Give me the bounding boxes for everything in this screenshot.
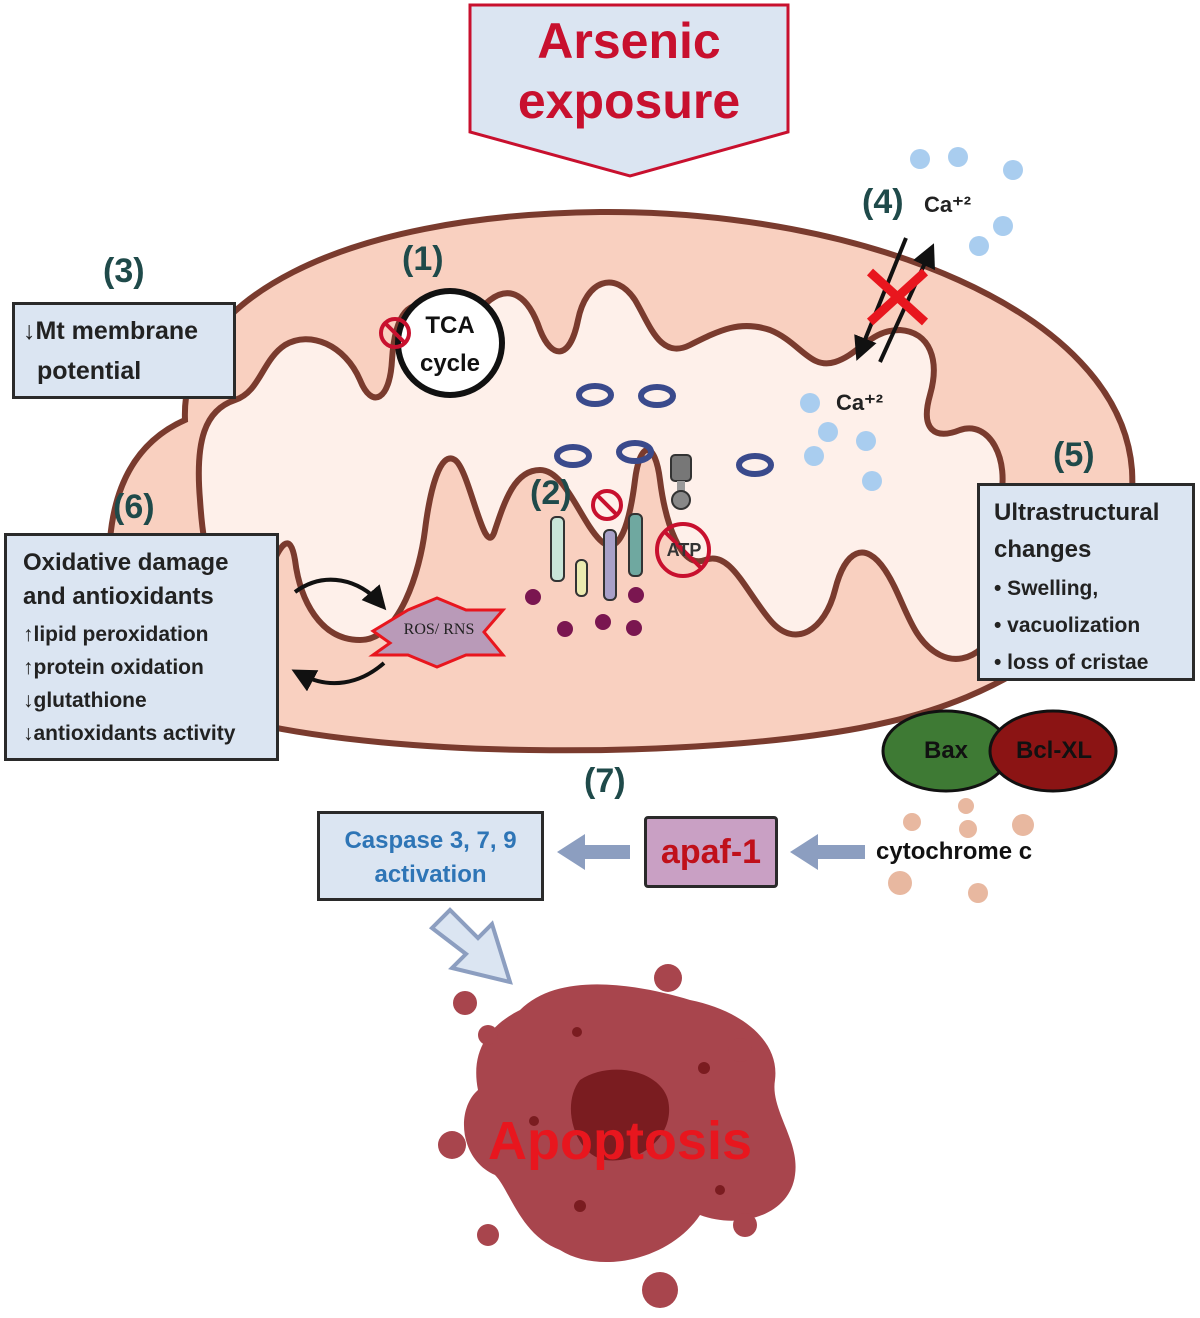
proton-dots [525, 587, 644, 637]
step-4-label: (4) [862, 183, 904, 221]
title-line1: Arsenic [537, 13, 721, 69]
bcl-xl-label: Bcl-XL [1015, 737, 1092, 764]
atp-inhibited-icon [655, 522, 711, 578]
tca-line2: cycle [419, 350, 481, 377]
ultra-box-title1: Ultrastructural [994, 499, 1160, 526]
apoptotic-cell [438, 964, 796, 1308]
tca-inhibited-icon [379, 317, 411, 349]
membrane-box-line1: ↓Mt membrane [23, 317, 199, 345]
oxidative-arrow-forward [293, 577, 387, 611]
step-1-label: (1) [402, 240, 444, 278]
apoptosis-label: Apoptosis [488, 1111, 752, 1171]
calcium-inside-label: Ca⁺² [836, 390, 884, 415]
oxidative-box-title2: and antioxidants [23, 583, 214, 610]
ros-rns-star [368, 596, 507, 669]
ultrastructural-changes-box: Ultrastructural changes • Swelling, • va… [977, 483, 1195, 681]
electron-transport-chain [550, 513, 643, 601]
oxidative-box-title1: Oxidative damage [23, 549, 229, 576]
caspase-box: Caspase 3, 7, 9 activation [317, 811, 544, 901]
membrane-box-line2: potential [37, 357, 142, 385]
tca-cycle-circle [395, 288, 505, 398]
title-line2: exposure [517, 73, 741, 129]
arrow-apaf-to-caspase [557, 834, 630, 870]
calcium-ions [800, 147, 1023, 491]
membrane-potential-box: ↓Mt membrane potential [12, 302, 236, 399]
arrow-cytochrome-to-apaf [790, 834, 865, 870]
arrow-caspase-to-apoptosis [428, 907, 513, 985]
ultra-item: • vacuolization [994, 614, 1141, 637]
bax-label: Bax [923, 737, 969, 764]
arsenic-exposure-arrow [468, 3, 790, 178]
step-2-label: (2) [530, 474, 572, 512]
ultra-box-title2: changes [994, 536, 1092, 563]
matrix-granules [554, 383, 774, 477]
etc-inhibited-icon [591, 489, 623, 521]
bcl-xl-shape [988, 709, 1118, 793]
tca-line1: TCA [425, 312, 475, 339]
cytochrome-c-dots [888, 798, 1034, 903]
calcium-channel [854, 237, 935, 363]
oxidative-arrow-back [291, 661, 386, 692]
atp-label: ATP [666, 540, 702, 560]
oxidative-item: ↑protein oxidation [23, 656, 204, 679]
atp-synthase-icon [670, 454, 692, 510]
step-7-label: (7) [584, 762, 626, 800]
cytochrome-c-label: cytochrome c [876, 838, 1033, 865]
caspase-line2: activation [374, 861, 487, 888]
step-3-label: (3) [103, 252, 145, 290]
oxidative-item: ↓antioxidants activity [23, 722, 236, 745]
step-6-label: (6) [113, 488, 155, 526]
ultra-item: • Swelling, [994, 577, 1099, 600]
ultra-item: • loss of cristae [994, 651, 1149, 674]
calcium-outside-label: Ca⁺² [924, 192, 972, 217]
apaf-1-box: apaf-1 [644, 816, 778, 888]
apaf-1-label: apaf-1 [660, 833, 762, 871]
oxidative-damage-box: Oxidative damage and antioxidants ↑lipid… [4, 533, 279, 761]
oxidative-item: ↓glutathione [23, 689, 147, 712]
oxidative-item: ↑lipid peroxidation [23, 623, 209, 646]
caspase-line1: Caspase 3, 7, 9 [344, 827, 517, 854]
step-5-label: (5) [1053, 436, 1095, 474]
ros-rns-label: ROS/ RNS [403, 621, 475, 638]
